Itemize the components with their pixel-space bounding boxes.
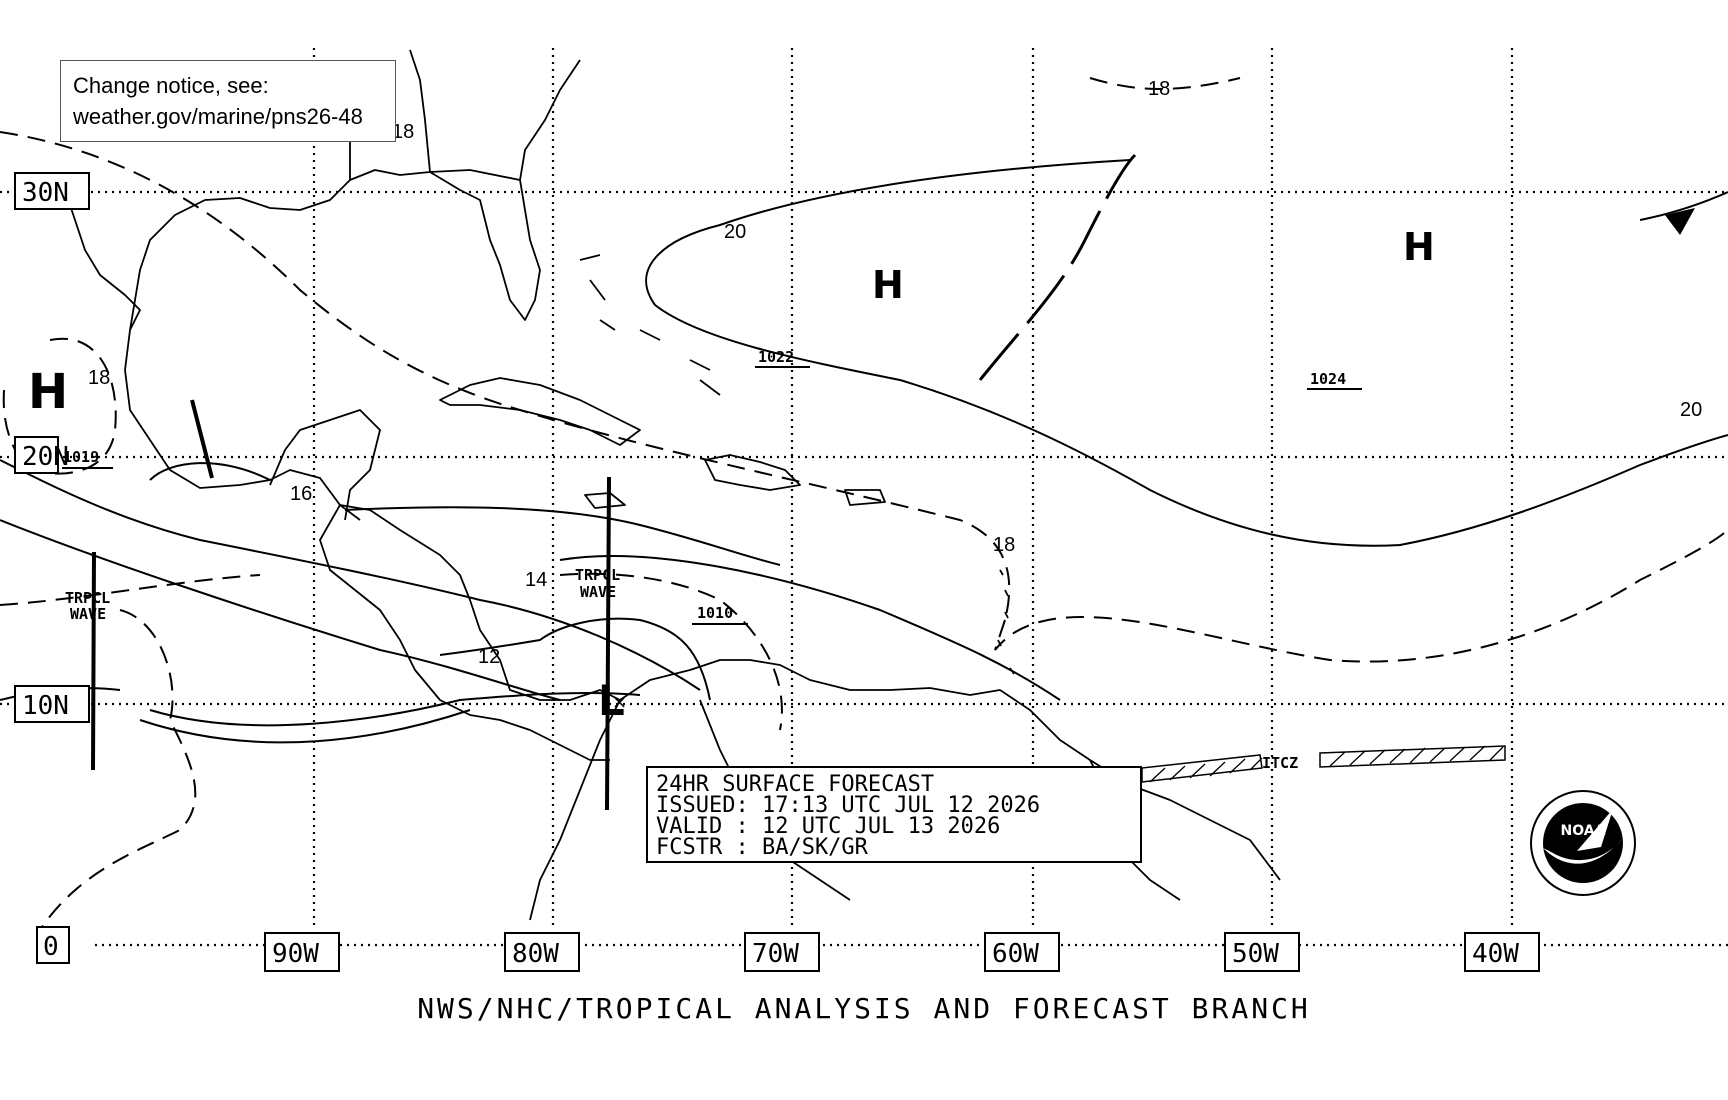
- lon-label-40w: 40W: [1472, 939, 1519, 969]
- tropical-wave-pacific: [91, 551, 96, 771]
- isobar-1020-a: [645, 159, 1131, 306]
- high-center-atlantic-value: 1022: [758, 348, 794, 366]
- isobars: [0, 77, 1728, 931]
- low-center-marker-icon: ×: [612, 692, 627, 713]
- noaa-logo: NOAA: [1530, 790, 1636, 896]
- isobar-1018-west: [2, 337, 117, 475]
- low-center-letter: L: [598, 676, 625, 725]
- change-notice-line-1: Change notice, see:: [73, 73, 269, 98]
- isobar-1012: [439, 617, 711, 701]
- isobar-ne-bar: [559, 555, 1061, 701]
- isobar-label: 20: [724, 221, 746, 243]
- isobar-1018-east: [994, 529, 1728, 663]
- isobar-1014-b: [344, 506, 781, 566]
- isobar-labels: 18 18 20 20 18 16 14 12 18: [88, 78, 1702, 668]
- isobar-label: 14: [525, 569, 547, 591]
- isobar-1018-main: [0, 131, 1011, 621]
- wave-caribbean-label-1: TRPCL: [575, 566, 620, 584]
- isobar-1018-north: [1089, 77, 1241, 90]
- cold-front-ne: [1639, 191, 1728, 221]
- isobar-1014-a: [0, 574, 261, 606]
- isobar-label: 16: [290, 483, 312, 505]
- lat-label-30n: 30N: [22, 178, 69, 208]
- itcz-band: [1141, 745, 1506, 783]
- high-center-atlantic-letter: H: [872, 263, 904, 307]
- high-center-east-value: 1024: [1310, 370, 1346, 388]
- wave-pacific-label-1: TRPCL: [65, 589, 110, 607]
- lon-label-80w: 80W: [512, 939, 559, 969]
- lon-label-90w: 90W: [272, 939, 319, 969]
- latitude-labels: 30N 20N 10N 0: [14, 172, 90, 964]
- pressure-centers: H 1019 H 1022 H 1024 L × 1010: [28, 225, 1435, 725]
- lon-label-70w: 70W: [752, 939, 799, 969]
- lon-label-50w: 50W: [1232, 939, 1279, 969]
- high-center-gulf-letter: H: [28, 364, 68, 420]
- isobar-1016-b: [149, 462, 271, 481]
- footer-credit: NWS/NHC/TROPICAL ANALYSIS AND FORECAST B…: [417, 992, 1311, 1025]
- isobar-label: 20: [1680, 399, 1702, 421]
- cold-front-barb: [1665, 208, 1695, 235]
- isobar-label: 18: [1148, 78, 1170, 100]
- noaa-logo-text: NOAA: [1561, 823, 1606, 839]
- lat-label-20n: 20N: [22, 442, 69, 472]
- lat-label-10n: 10N: [22, 691, 69, 721]
- lon-label-60w: 60W: [992, 939, 1039, 969]
- fronts-and-waves: ITCZ: [91, 153, 1728, 811]
- isobar-label: 18: [88, 367, 110, 389]
- isobar-1020-b: [654, 304, 1728, 547]
- forecast-title: 24HR SURFACE FORECAST: [656, 772, 935, 797]
- isobar-west-wave: [39, 609, 197, 931]
- longitude-labels: 90W 80W 70W 60W 50W 40W: [264, 932, 1540, 972]
- trough-atlantic: [978, 153, 1137, 381]
- forecast-valid: VALID : 12 UTC JUL 13 2026: [656, 814, 1001, 839]
- forecast-issued: ISSUED: 17:13 UTC JUL 12 2026: [656, 793, 1041, 818]
- wave-pacific-label-2: WAVE: [70, 605, 106, 623]
- forecast-forecasters: FCSTR : BA/SK/GR: [656, 835, 868, 860]
- wave-caribbean-label-2: WAVE: [580, 583, 616, 601]
- trough-gulf: [190, 399, 214, 479]
- tropical-wave-caribbean: [605, 476, 611, 811]
- itcz-label: ITCZ: [1262, 754, 1298, 772]
- isobar-1016: [0, 459, 701, 691]
- isobar-1014-c: [559, 572, 783, 731]
- high-center-east-letter: H: [1403, 225, 1435, 269]
- isobar-south-b: [139, 709, 471, 744]
- low-center-value: 1010: [697, 604, 733, 622]
- change-notice-line-2: weather.gov/marine/pns26-48: [73, 104, 363, 129]
- isobar-south-a: [149, 691, 641, 727]
- high-center-gulf-value: 1019: [63, 448, 99, 466]
- isobar-1012-b: [0, 519, 561, 701]
- tropical-wave-labels: TRPCL WAVE TRPCL WAVE: [65, 566, 620, 623]
- lat-label-0: 0: [43, 932, 59, 962]
- isobar-label: 18: [993, 534, 1015, 556]
- isobar-label: 12: [478, 646, 500, 668]
- change-notice-box: Change notice, see: weather.gov/marine/p…: [60, 60, 396, 142]
- lat-lon-grid: [0, 48, 1728, 947]
- isobar-label: 18: [392, 121, 414, 143]
